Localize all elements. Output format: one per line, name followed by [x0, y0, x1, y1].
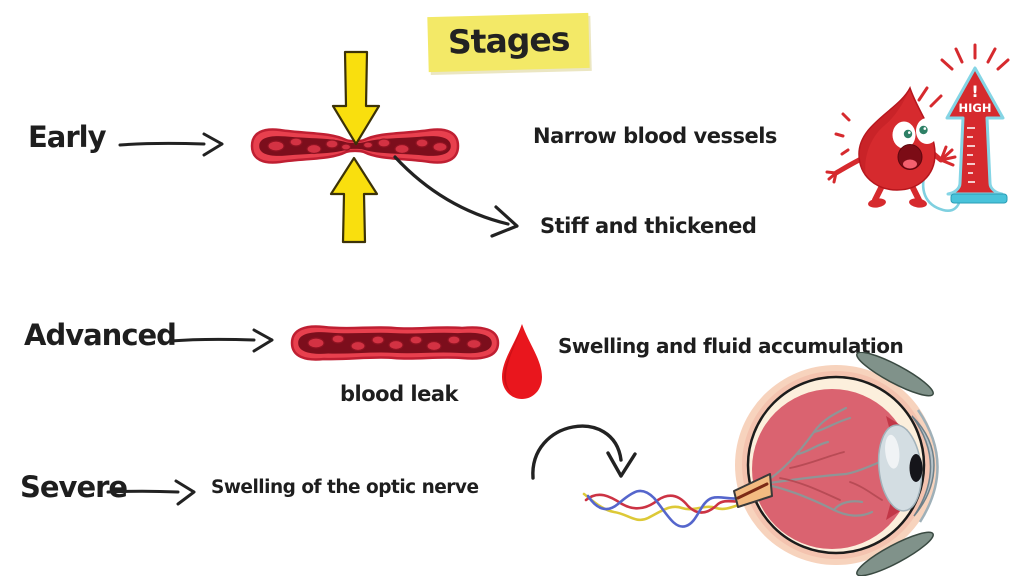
sweat-drops-icon [834, 112, 851, 156]
optic-nerve-fibers-illustration [582, 489, 750, 528]
blood-cells [307, 334, 482, 352]
eye-cross-section-illustration [733, 352, 939, 576]
advanced-arrow-icon [168, 328, 274, 353]
optic-nerve [733, 473, 773, 508]
stage-label-severe: Severe [20, 470, 128, 504]
eyelid-shapes [856, 352, 934, 576]
pump-hose [921, 167, 962, 212]
note-swelling-fluid: Swelling and fluid accumulation [558, 334, 904, 358]
compression-arrow-up-icon [329, 156, 379, 244]
retinal-vessels-red [779, 451, 883, 501]
narrowed-blood-vessel-illustration [250, 128, 460, 164]
page-title-text: Stages [447, 19, 570, 62]
alert-sparks-icon [940, 43, 1010, 71]
blood-drop-character [825, 86, 957, 208]
pupil [909, 454, 923, 482]
blood-pressure-mascot-illustration: ! HIGH [825, 43, 1010, 212]
leaking-blood-vessel-illustration [290, 325, 500, 361]
stage-label-early: Early [28, 120, 107, 154]
compression-arrow-down-icon [331, 50, 381, 146]
blood-drop-icon [502, 324, 542, 399]
gauge-high-text: HIGH [959, 101, 992, 115]
early-arrow-icon [118, 132, 224, 157]
note-stiff-and-thickened: Stiff and thickened [540, 214, 757, 238]
note-blood-leak: blood leak [340, 382, 459, 406]
blood-cells [267, 137, 448, 155]
surprise-marks-icon [917, 86, 943, 108]
optic-nerve-arc-arrow-icon [531, 424, 637, 480]
high-pressure-gauge: ! HIGH [945, 66, 1008, 204]
page-title: Stages [427, 12, 591, 73]
stage-label-advanced: Advanced [24, 318, 177, 352]
stiff-curved-arrow-icon [393, 155, 519, 238]
note-optic-nerve-swelling: Swelling of the optic nerve [211, 477, 479, 498]
gauge-base [950, 193, 1008, 204]
severe-arrow-icon [106, 479, 196, 506]
cornea [911, 415, 935, 517]
note-narrow-blood-vessels: Narrow blood vessels [533, 124, 777, 148]
gauge-exclaim-text: ! [971, 82, 978, 101]
lens [877, 424, 923, 512]
cornea-outline [916, 409, 939, 523]
